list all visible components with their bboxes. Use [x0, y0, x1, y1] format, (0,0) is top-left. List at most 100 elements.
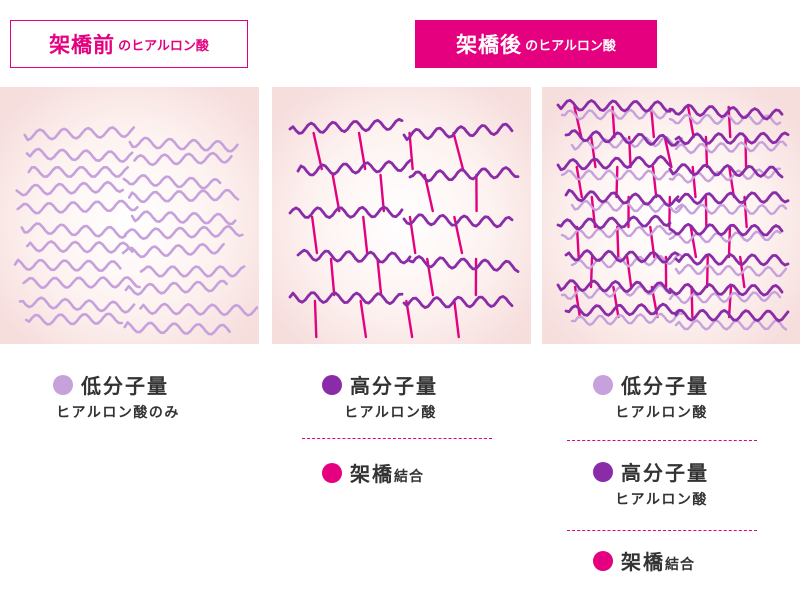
high-molecular-chain [556, 155, 672, 172]
crosslink-bond [651, 165, 658, 199]
dashed-divider [567, 530, 757, 531]
low-molecular-chain [15, 180, 125, 197]
low-molecular-chain [20, 222, 127, 239]
low-molecular-chain [18, 296, 136, 314]
crosslink-bond [310, 215, 319, 255]
low-molecular-chain [674, 319, 788, 331]
legend-label: 低分子量 [621, 374, 709, 398]
high-molecular-chain [674, 191, 790, 205]
legend-label-suffix: 結合 [665, 557, 695, 573]
low-molecular-chain [674, 203, 788, 216]
header-after-main: 架橋後 [456, 33, 523, 57]
high-molecular-chain [674, 253, 790, 267]
crosslink-bond [615, 165, 619, 199]
legend-after-mixed: 低分子量 ヒアルロン酸 高分子量 ヒアルロン酸 架橋結合 [567, 370, 767, 580]
panel-crosslinked-mixed [542, 87, 800, 344]
crosslink-bond [452, 131, 465, 171]
crosslink-bond [616, 225, 620, 259]
low-molecular-chain [130, 210, 237, 226]
high-molecular-chain [296, 248, 412, 265]
crosslink-bond [691, 165, 697, 199]
panel-crosslinked-high-molecular [272, 87, 531, 344]
low-molecular-chain [16, 199, 139, 215]
low-molecular-chain [123, 225, 244, 241]
legend-label: 架橋結合 [621, 546, 695, 575]
crosslink-bond [312, 131, 323, 171]
header-before-suffix: のヒアルロン酸 [118, 38, 209, 54]
high-molecular-chain [556, 214, 672, 231]
legend-sub: ヒアルロン酸 [615, 492, 708, 508]
low-molecular-chain [24, 312, 124, 326]
panel-background [542, 87, 800, 344]
high-molecular-chain [668, 283, 784, 297]
low-molecular-chain [674, 140, 788, 155]
low-molecular-chains-illustration [0, 87, 259, 344]
high-molecular-chain [668, 163, 784, 179]
legend-after-crosslinked: 高分子量 ヒアルロン酸 架橋結合 [302, 370, 502, 490]
legend-label-suffix: 結合 [394, 469, 424, 485]
crosslink-bond [663, 135, 673, 169]
crosslinked-network-illustration [272, 87, 531, 344]
crosslink-bond [705, 255, 709, 289]
high-molecular-dot-icon [593, 462, 613, 482]
crosslink-bond [575, 165, 584, 199]
high-molecular-chain [408, 166, 520, 183]
high-molecular-chain [668, 222, 784, 237]
low-molecular-chain [127, 188, 240, 204]
legend-label: 低分子量 [81, 374, 169, 398]
low-molecular-chain [121, 242, 225, 259]
high-molecular-chain [288, 117, 404, 135]
legend-label: 架橋結合 [350, 458, 424, 487]
high-molecular-chain [556, 98, 672, 113]
high-molecular-chain [564, 249, 680, 264]
high-molecular-chain [288, 291, 404, 306]
crosslink-bond [408, 131, 414, 171]
legend-label-main: 架橋 [621, 550, 665, 574]
crosslink-bond [626, 255, 633, 289]
crosslink-bond [727, 225, 732, 259]
low-molecular-chain [560, 169, 674, 181]
low-molecular-chain [570, 253, 684, 270]
crosslink-bond [573, 105, 583, 139]
crosslink-bond [329, 257, 336, 297]
low-molecular-chain [23, 126, 136, 142]
low-molecular-chain [560, 108, 674, 121]
header-before-main: 架橋前 [49, 33, 116, 57]
crosslink-bond [331, 173, 341, 213]
high-molecular-chain [288, 205, 404, 219]
low-molecular-chain [133, 151, 233, 167]
crosslink-bond [453, 299, 460, 339]
crosslink-bond [313, 299, 318, 339]
crosslink-dot-icon [322, 463, 342, 483]
low-molecular-chain [674, 263, 788, 278]
crosslink-bond [379, 173, 386, 213]
crosslink-dot-icon [593, 551, 613, 571]
low-molecular-chain [27, 165, 129, 178]
low-molecular-chain [123, 321, 231, 336]
high-molecular-chain [408, 255, 520, 273]
crosslink-bond [690, 285, 694, 319]
high-molecular-chain [674, 308, 790, 323]
low-molecular-chain [122, 174, 222, 190]
low-molecular-chain [668, 229, 782, 244]
low-molecular-chain [139, 302, 259, 317]
low-molecular-chain [128, 136, 239, 153]
high-molecular-chain [556, 279, 672, 295]
high-molecular-chain [564, 188, 680, 208]
high-molecular-chain [402, 122, 514, 141]
high-molecular-chain [564, 302, 680, 317]
dashed-divider [302, 438, 492, 439]
dashed-divider [567, 440, 757, 441]
legend-sub: ヒアルロン酸のみ [56, 405, 180, 421]
high-molecular-chain [564, 129, 680, 147]
header-after-suffix: のヒアルロン酸 [525, 38, 616, 54]
legend-label: 高分子量 [621, 461, 709, 485]
crosslink-bond [727, 285, 733, 319]
crosslink-bond [359, 299, 368, 339]
legend-sub: ヒアルロン酸 [344, 405, 437, 421]
crosslink-bond [689, 225, 698, 259]
legend-sub: ヒアルロン酸 [615, 405, 708, 421]
crosslink-bond [649, 105, 656, 139]
header-after-crosslink: 架橋後のヒアルロン酸 [415, 20, 657, 68]
high-molecular-dot-icon [322, 375, 342, 395]
